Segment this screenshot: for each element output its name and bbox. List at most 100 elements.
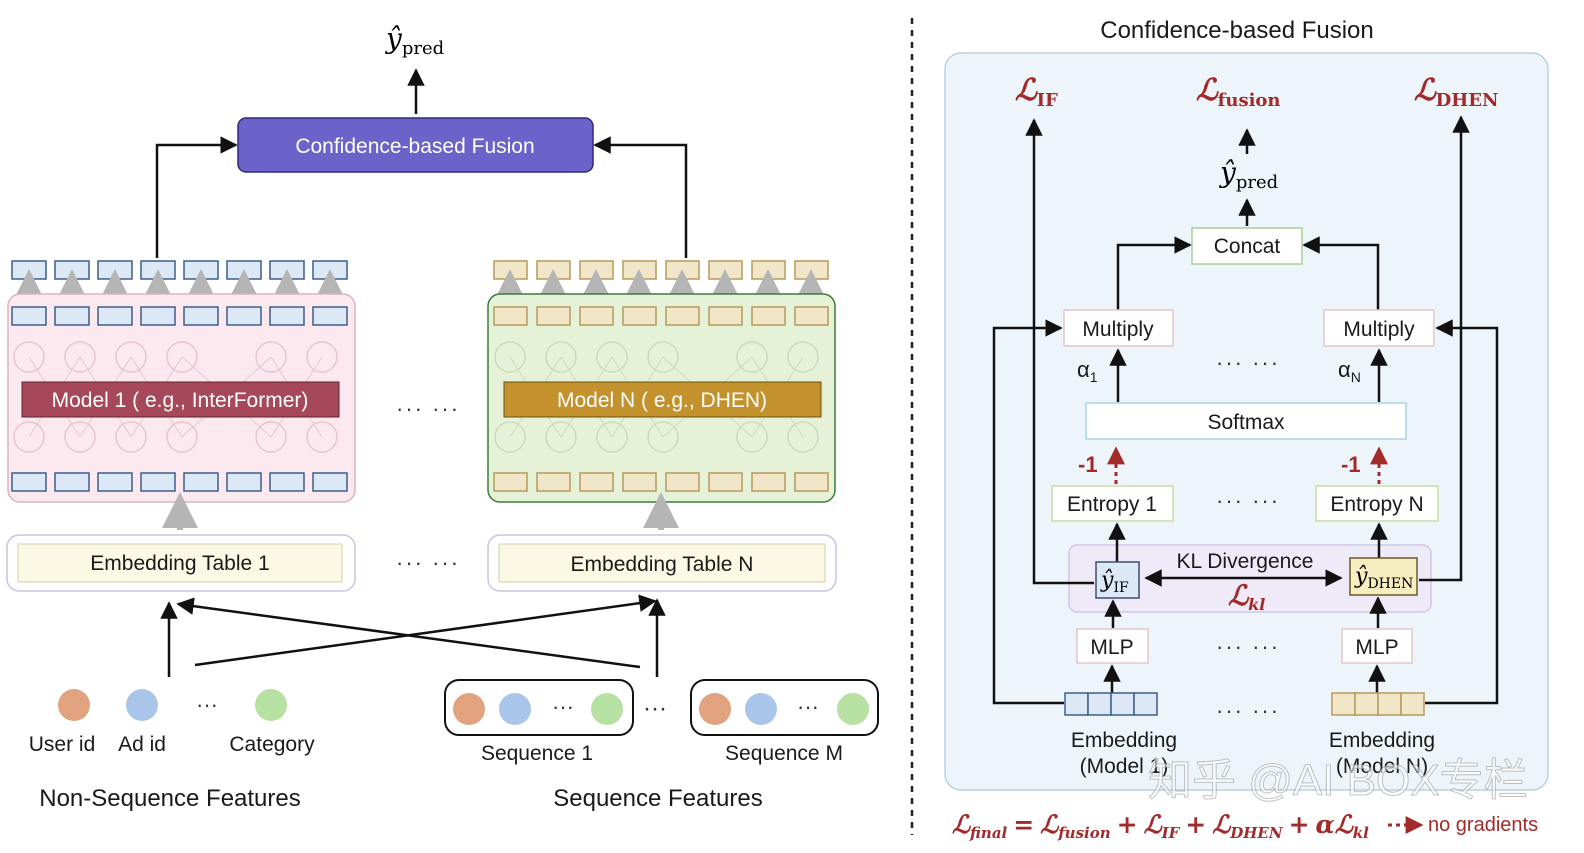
mlp1-label: MLP	[1090, 636, 1133, 659]
panel-cell	[493, 306, 528, 326]
arrow-seq-to-embed1	[176, 597, 641, 669]
panel-cell	[226, 306, 262, 326]
right-pred-label: ŷpred	[1218, 156, 1278, 193]
embed-tableN	[498, 543, 826, 583]
neuron	[64, 341, 96, 373]
neuron	[736, 421, 768, 453]
embed-tableN-label: Embedding Table N	[571, 553, 754, 576]
fusion-box-label: Confidence-based Fusion	[295, 135, 534, 158]
embedding-cell	[1377, 692, 1402, 716]
panel-cell	[579, 306, 614, 326]
non-seq-title: Non-Sequence Features	[39, 785, 301, 812]
ellipsis-mlp: ··· ···	[1216, 634, 1280, 659]
alphaN: αN	[1338, 357, 1361, 385]
panel-cell	[794, 306, 829, 326]
panel-cell	[794, 472, 829, 492]
footer-equation: ℒfinal=ℒfusion+ℒIF+ℒDHEN+αℒkl no gradien…	[952, 810, 1538, 842]
final-loss-equation: ℒfinal=ℒfusion+ℒIF+ℒDHEN+αℒkl	[952, 810, 1369, 842]
category-label: Category	[229, 733, 315, 756]
neuron	[255, 341, 287, 373]
kl-label: KL Divergence	[1177, 550, 1314, 573]
sequenceM-label: Sequence M	[725, 742, 843, 765]
between-seq-dots: ···	[643, 695, 667, 722]
arrow-embN-to-multiplyN	[1425, 319, 1499, 705]
panel-cell	[97, 306, 133, 326]
entropyN-box	[1315, 485, 1439, 522]
ellipsis-models: ··· ···	[396, 396, 460, 421]
multiply1-label: Multiply	[1082, 318, 1154, 341]
embN-line1: Embedding	[1329, 729, 1435, 752]
panel-cell	[579, 472, 614, 492]
emb1-line2: (Model 1)	[1080, 755, 1169, 778]
model1-output-row	[11, 260, 348, 305]
modelN-label: Model N ( e.g., DHEN)	[557, 389, 767, 412]
concat-box	[1191, 227, 1303, 265]
legend-no-grad-label: no gradients	[1428, 814, 1538, 836]
ellipsis-multiply: ··· ···	[1216, 350, 1280, 375]
y-dhen-label: ŷDHEN	[1354, 564, 1413, 592]
left-panel: ŷpred Confidence-based Fusion Model 1 ( …	[6, 22, 879, 812]
ad-id-label: Ad id	[118, 733, 166, 756]
neuron	[306, 421, 338, 453]
embedding-cell	[1064, 692, 1089, 716]
panel-cell	[536, 472, 571, 492]
embedding-cell	[1331, 692, 1356, 716]
output-cell	[708, 260, 743, 280]
seqM-dots: ···	[797, 694, 819, 719]
output-cell	[140, 260, 176, 280]
right-title: Confidence-based Fusion	[1100, 17, 1374, 44]
panel-cell	[183, 306, 219, 326]
output-cell	[536, 260, 571, 280]
category-dot	[255, 689, 287, 721]
entropy1-label: Entropy 1	[1067, 493, 1157, 516]
embedding-cell	[1400, 692, 1425, 716]
panel-cell	[493, 472, 528, 492]
output-cell	[665, 260, 700, 280]
seqM-dot-c	[837, 693, 869, 725]
seq1-dots: ···	[552, 694, 574, 719]
embedding-model1-bar	[1064, 692, 1158, 716]
panel-cell	[312, 306, 348, 326]
y-dhen-box	[1349, 557, 1418, 596]
neuron	[787, 421, 819, 453]
ellipsis-emb: ··· ···	[1216, 698, 1280, 723]
output-cell	[622, 260, 657, 280]
y-if-box	[1095, 561, 1140, 599]
arrow-yif-to-lossif	[1025, 118, 1094, 585]
neuron	[13, 341, 45, 373]
output-cell	[54, 260, 90, 280]
arrow-multiplyN-to-concat	[1302, 236, 1380, 310]
output-cell	[493, 260, 528, 280]
neuron	[494, 421, 526, 453]
neuron	[787, 341, 819, 373]
neuron	[13, 421, 45, 453]
model1-label: Model 1 ( e.g., InterFormer)	[52, 389, 309, 412]
neuron	[647, 421, 679, 453]
panel-cell	[708, 306, 743, 326]
softmax-label: Softmax	[1207, 411, 1285, 434]
embedding-modelN-bar	[1331, 692, 1425, 716]
neuron	[596, 421, 628, 453]
entropyN-label: Entropy N	[1330, 493, 1423, 516]
right-panel: Confidence-based Fusion ℒIF ℒfusion ℒDHE…	[944, 17, 1549, 791]
embedding-cell	[1133, 692, 1158, 716]
sequence1-label: Sequence 1	[481, 742, 593, 765]
minus1-right: -1	[1341, 452, 1361, 477]
multiplyN-label: Multiply	[1343, 318, 1415, 341]
embedding-cell	[1354, 692, 1379, 716]
modelN-neurons	[493, 306, 829, 492]
neuron	[545, 421, 577, 453]
seq1-dot-a	[453, 693, 485, 725]
panel-cell	[665, 306, 700, 326]
ellipsis-entropy: ··· ···	[1216, 488, 1280, 513]
concat-label: Concat	[1214, 235, 1281, 258]
embN-line2: (Model N)	[1336, 755, 1428, 778]
output-cell	[312, 260, 348, 280]
output-cell	[269, 260, 305, 280]
output-cell	[579, 260, 614, 280]
features-dots: ···	[196, 692, 218, 717]
embed-table1	[17, 543, 343, 583]
panel-cell	[183, 472, 219, 492]
minus1-left: -1	[1078, 452, 1098, 477]
model1-neurons	[11, 306, 348, 492]
